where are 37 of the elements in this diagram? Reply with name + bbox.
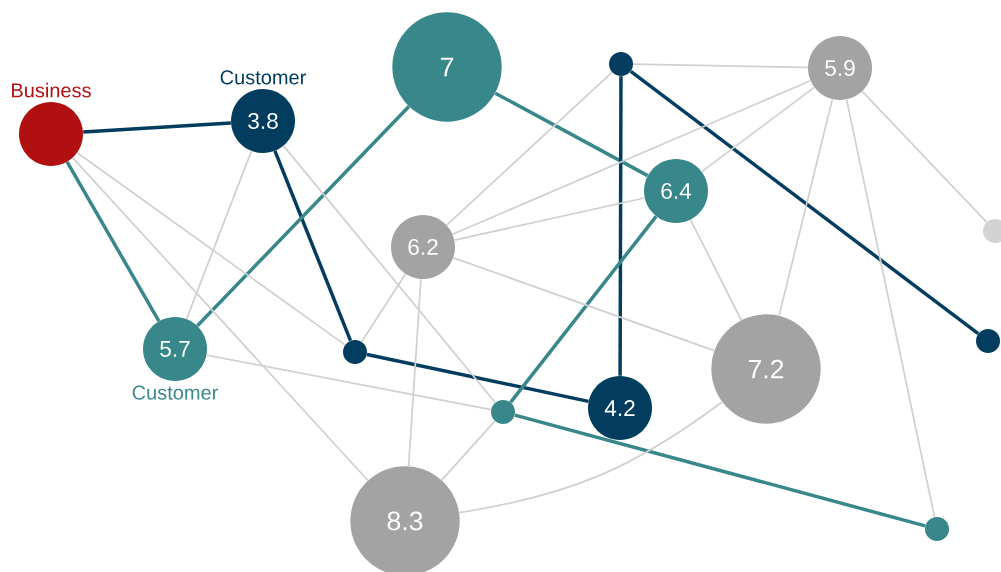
connector-line	[282, 145, 497, 404]
connector-line	[452, 256, 716, 352]
node-label: Customer	[132, 385, 218, 400]
connector-line	[618, 76, 623, 376]
connector-line	[185, 150, 253, 320]
dot	[925, 517, 949, 541]
connector-line	[700, 86, 816, 173]
connector-line	[366, 352, 589, 404]
connector-line	[861, 90, 988, 223]
dot	[609, 52, 633, 76]
dot	[491, 400, 515, 424]
connector-line	[451, 79, 812, 236]
connector-line	[514, 413, 926, 528]
connector-line	[205, 354, 492, 411]
connector-line	[689, 218, 743, 321]
connector-line	[273, 150, 353, 342]
connector-line	[83, 121, 231, 134]
connector-line	[360, 273, 407, 343]
connector-line	[440, 420, 496, 482]
connector-line	[196, 105, 411, 327]
connector-line	[458, 401, 723, 514]
connector-line	[509, 215, 658, 404]
connector-line	[76, 151, 346, 346]
connector-line	[845, 98, 936, 518]
dot	[343, 340, 367, 364]
node-label: Business	[12, 82, 91, 98]
connector-line	[494, 91, 649, 178]
connector-line	[65, 161, 161, 322]
connector-line	[453, 197, 646, 241]
connector-line	[407, 278, 422, 468]
dot	[976, 329, 1000, 353]
connector-line	[632, 63, 809, 69]
connector-line	[71, 156, 369, 482]
connector-line	[445, 71, 613, 226]
connector-line	[778, 98, 834, 317]
connector-line	[629, 70, 980, 335]
node-label: Customer	[220, 70, 306, 85]
